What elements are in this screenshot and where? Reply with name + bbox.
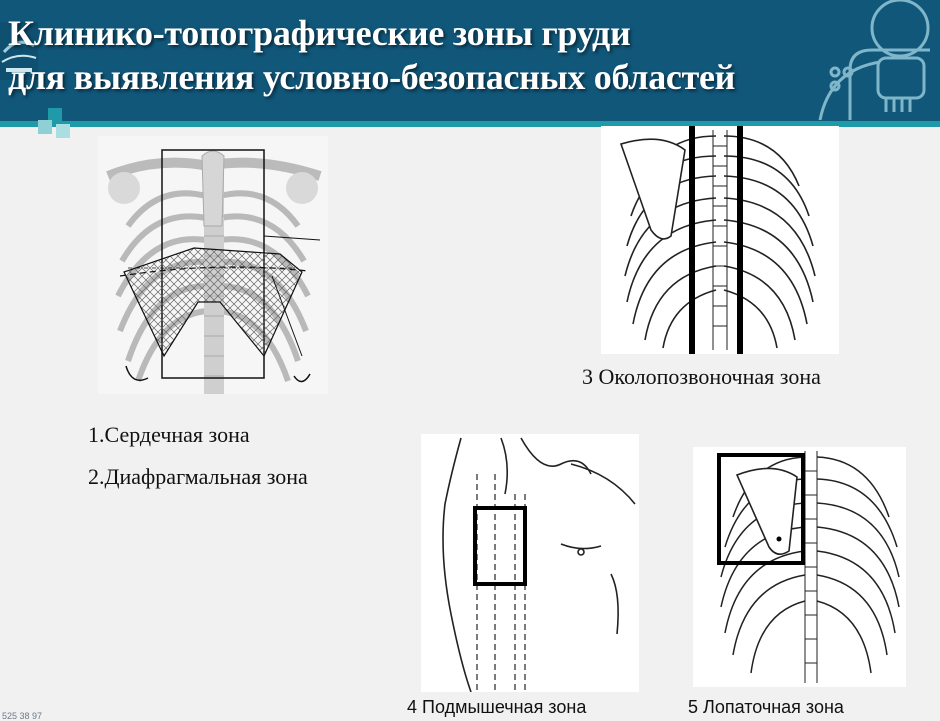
zone2-label: 2.Диафрагмальная зона (88, 464, 308, 489)
header-stripe (0, 121, 940, 127)
back-ribcage-illustration (601, 126, 839, 354)
university-logo-icon (0, 22, 38, 80)
footer-number: 525 38 97 (2, 711, 43, 721)
scapular-zone-rect (717, 453, 805, 565)
scapular-illustration (693, 447, 906, 687)
page-title-line-1: Клинико-топографические зоны груди (8, 13, 631, 53)
page-title-line-2: для выявления условно-безопасных областе… (8, 57, 736, 97)
header-banner: Клинико-топографические зоны груди для в… (0, 0, 940, 123)
paravertebral-line-right (737, 126, 743, 354)
axillary-illustration (421, 434, 639, 693)
zone3-label: 3 Околопозвоночная зона (582, 364, 821, 389)
diaphragm-zone (123, 247, 303, 358)
zone1-label: 1.Сердечная зона (88, 422, 250, 447)
front-chest-illustration (98, 136, 328, 394)
figure-scapular (693, 447, 906, 687)
axillary-zone-rect (473, 506, 527, 586)
figure-back-paravertebral (601, 126, 839, 354)
figure-axillary (421, 434, 639, 693)
zone5-label: 5 Лопаточная зона (688, 697, 844, 717)
decorative-squares (38, 108, 72, 142)
figure-front-chest (98, 136, 328, 394)
paravertebral-line-left (689, 126, 695, 354)
zone4-label: 4 Подмышечная зона (407, 697, 587, 717)
microscope-emblem-icon (818, 0, 930, 120)
